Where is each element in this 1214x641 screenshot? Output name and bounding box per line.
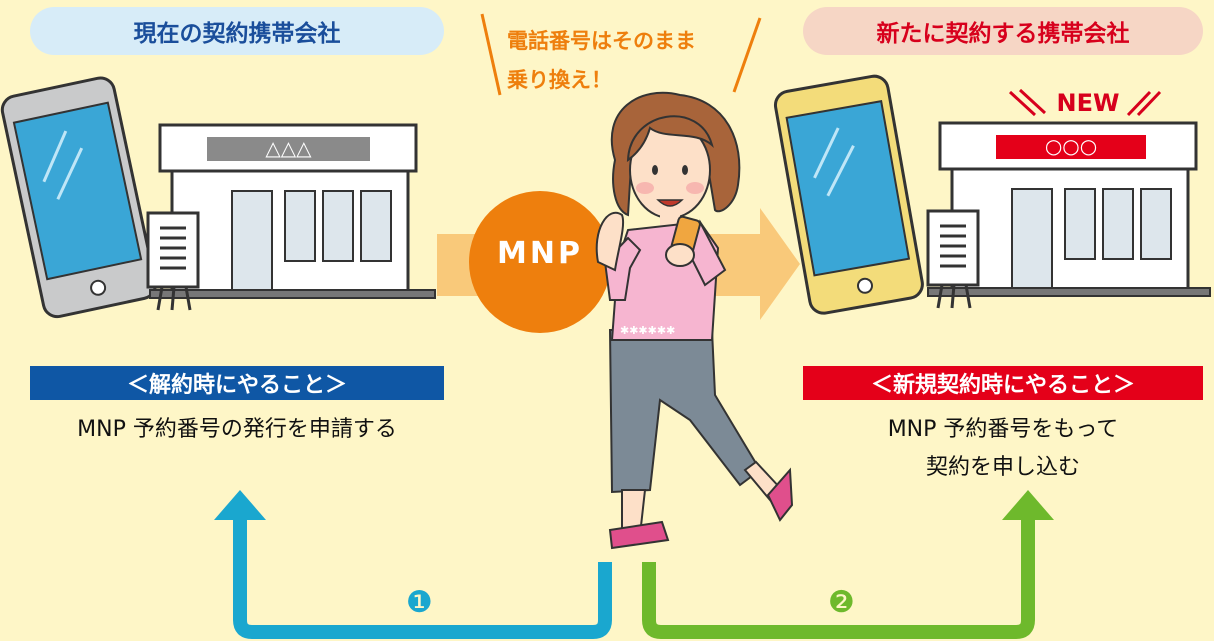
new-carrier-store-icon: [926, 121, 1211, 309]
speech-mark-left: [480, 13, 502, 96]
transfer-arrow-right: [700, 208, 800, 320]
current-store-sign: △△△: [265, 136, 312, 160]
woman-illustration: ✱✱✱✱✱✱: [595, 91, 794, 550]
step-2-number: ❷: [828, 585, 855, 620]
step2-arrow-path: [642, 520, 1035, 639]
mnp-label: MNP: [497, 236, 583, 271]
svg-text:✱✱✱✱✱✱: ✱✱✱✱✱✱: [620, 324, 675, 337]
new-badge: NEW: [1056, 89, 1120, 117]
new-contract-tasks-title: ＜新規契約時にやること＞: [803, 366, 1203, 400]
cancellation-task-text: MNP 予約番号の発行を申請する: [77, 417, 397, 442]
speech-line-1: 電話番号はそのまま: [507, 29, 696, 53]
step1-arrow-head: [214, 490, 266, 520]
current-carrier-header: 現在の契約携帯会社: [30, 7, 444, 55]
cancellation-tasks-title: ＜解約時にやること＞: [30, 366, 444, 400]
step1-arrow-path: [233, 520, 612, 639]
new-contract-task-line-2: 契約を申し込む: [925, 455, 1080, 480]
new-phone-icon: [773, 74, 924, 315]
speech-mark-right: [732, 17, 762, 93]
mnp-circle: [469, 191, 611, 333]
old-phone-icon: [0, 76, 157, 319]
new-carrier-header: 新たに契約する携帯会社: [803, 7, 1203, 55]
step-1-number: ❶: [406, 585, 433, 620]
current-carrier-store-icon: [146, 123, 436, 311]
speech-line-2: 乗り換え！: [507, 68, 612, 92]
new-store-sign: ○○○: [1044, 134, 1098, 158]
step2-arrow-head: [1002, 490, 1054, 520]
new-contract-task-line-1: MNP 予約番号をもって: [887, 417, 1119, 442]
